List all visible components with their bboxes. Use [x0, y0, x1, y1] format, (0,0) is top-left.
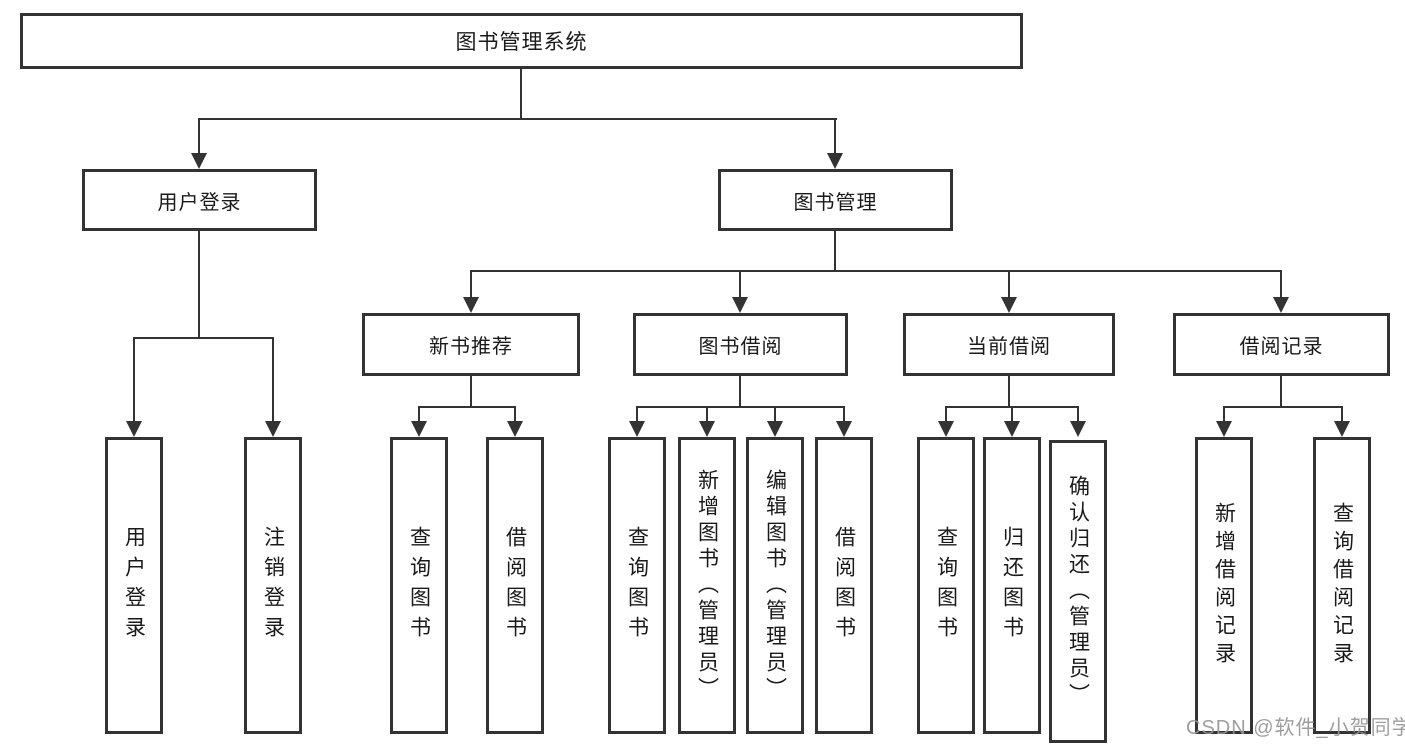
leaf-label: 确认归还（管理员）: [1066, 474, 1090, 709]
connector-line: [198, 231, 200, 338]
connector-line: [1223, 406, 1225, 422]
connector-line: [470, 270, 1282, 272]
connector-line: [739, 270, 741, 298]
arrowhead-icon: [126, 421, 142, 437]
connector-line: [1008, 270, 1010, 298]
connector-line: [636, 406, 845, 408]
arrowhead-icon: [411, 421, 427, 437]
connector-line: [1008, 376, 1010, 407]
leaf-label: 编辑图书（管理员）: [763, 468, 787, 703]
node-user-login: 用户登录: [82, 169, 317, 231]
arrowhead-icon: [1334, 421, 1350, 437]
leaf-query-books-current: 查询图书: [917, 437, 975, 734]
connector-line: [133, 337, 135, 422]
leaf-logout: 注销登录: [244, 437, 302, 734]
arrowhead-icon: [1070, 421, 1086, 437]
arrowhead-icon: [836, 421, 852, 437]
arrowhead-icon: [507, 421, 523, 437]
connector-line: [514, 406, 516, 422]
leaf-add-borrow-record: 新增借阅记录: [1195, 437, 1253, 734]
connector-line: [198, 118, 837, 120]
connector-line: [1011, 406, 1013, 422]
arrowhead-icon: [732, 297, 748, 313]
leaf-borrow-books-recommend: 借阅图书: [486, 437, 544, 734]
arrowhead-icon: [1004, 421, 1020, 437]
arrowhead-icon: [1216, 421, 1232, 437]
node-book-borrowing: 图书借阅: [633, 313, 848, 376]
leaf-confirm-return-admin: 确认归还（管理员）: [1049, 440, 1107, 743]
node-book-management: 图书管理: [718, 169, 953, 231]
leaf-return-book: 归还图书: [983, 437, 1041, 734]
leaf-label: 借阅图书: [503, 525, 527, 646]
connector-line: [1077, 406, 1079, 422]
connector-line: [470, 270, 472, 298]
connector-line: [470, 376, 472, 407]
connector-line: [1280, 376, 1282, 407]
arrowhead-icon: [463, 297, 479, 313]
leaf-edit-book-admin: 编辑图书（管理员）: [746, 437, 804, 734]
leaf-add-book-admin: 新增图书（管理员）: [678, 437, 736, 734]
leaf-label: 查询图书: [934, 525, 958, 646]
arrowhead-icon: [938, 421, 954, 437]
node-current-borrowing: 当前借阅: [903, 313, 1115, 376]
leaf-label: 借阅图书: [832, 525, 856, 646]
arrowhead-icon: [191, 153, 207, 169]
connector-line: [418, 406, 516, 408]
csdn-watermark: CSDN @软件_小贺同学: [1186, 717, 1405, 739]
arrowhead-icon: [265, 421, 281, 437]
connector-line: [1223, 406, 1343, 408]
connector-line: [739, 376, 741, 407]
arrowhead-icon: [1001, 297, 1017, 313]
leaf-label: 归还图书: [1000, 525, 1024, 646]
leaf-query-books-borrowing: 查询图书: [608, 437, 666, 734]
arrowhead-icon: [1273, 297, 1289, 313]
connector-line: [1341, 406, 1343, 422]
connector-line: [636, 406, 638, 422]
node-new-book-recommend: 新书推荐: [362, 313, 580, 376]
arrowhead-icon: [827, 153, 843, 169]
leaf-label: 用户登录: [122, 525, 146, 646]
connector-line: [520, 69, 522, 119]
leaf-label: 新增借阅记录: [1212, 501, 1236, 670]
node-borrowing-records: 借阅记录: [1173, 313, 1390, 376]
connector-line: [418, 406, 420, 422]
arrowhead-icon: [629, 421, 645, 437]
leaf-label: 查询图书: [625, 525, 649, 646]
leaf-label: 查询借阅记录: [1330, 501, 1354, 670]
connector-line: [774, 406, 776, 422]
connector-line: [272, 337, 274, 422]
connector-line: [834, 118, 836, 154]
connector-line: [1280, 270, 1282, 298]
leaf-borrow-books-borrowing: 借阅图书: [815, 437, 873, 734]
leaf-label: 新增图书（管理员）: [695, 468, 719, 703]
connector-line: [198, 118, 200, 154]
leaf-label: 查询图书: [407, 525, 431, 646]
connector-line: [843, 406, 845, 422]
leaf-query-borrow-record: 查询借阅记录: [1313, 437, 1371, 734]
connector-line: [834, 231, 836, 271]
connector-line: [945, 406, 947, 422]
leaf-query-books-recommend: 查询图书: [390, 437, 448, 734]
arrowhead-icon: [699, 421, 715, 437]
connector-line: [133, 337, 274, 339]
node-library-management-system: 图书管理系统: [20, 13, 1023, 69]
connector-line: [706, 406, 708, 422]
arrowhead-icon: [767, 421, 783, 437]
leaf-user-login: 用户登录: [105, 437, 163, 734]
leaf-label: 注销登录: [261, 525, 285, 646]
